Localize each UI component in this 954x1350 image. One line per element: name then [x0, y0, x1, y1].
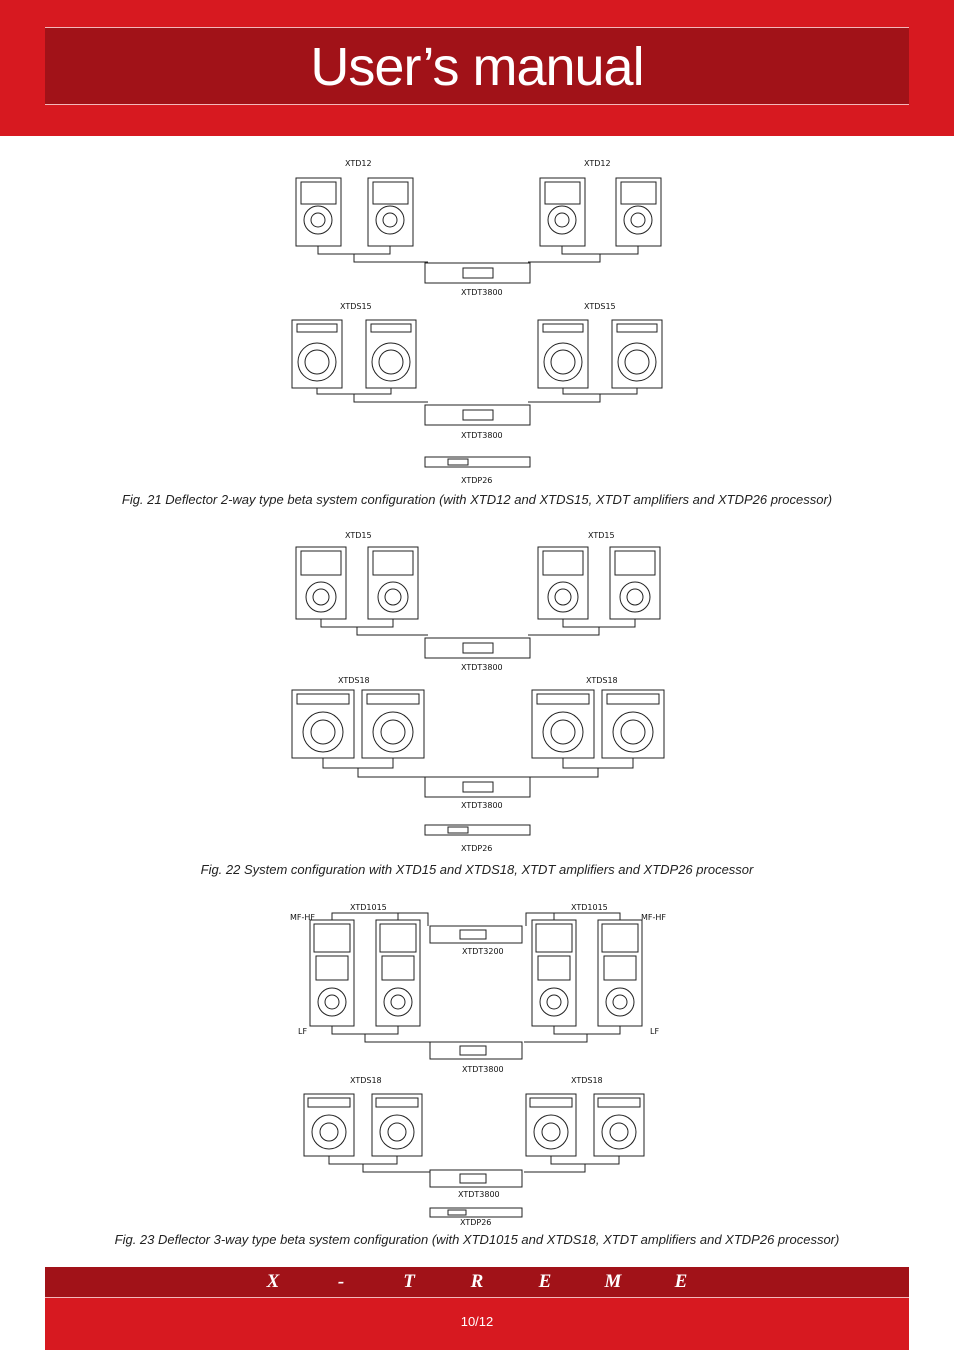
- label-top-right: XTD15: [588, 531, 615, 540]
- label-processor: XTDP26: [460, 1218, 491, 1227]
- brand-letter: M: [604, 1271, 622, 1292]
- brand-letter: E: [538, 1271, 552, 1292]
- speaker-xtd12-3: [539, 177, 586, 247]
- brand-wordmark: X - T R E M E: [45, 1271, 909, 1293]
- label-mfhf-left: MF-HF: [290, 913, 315, 922]
- label-top-right: XTD12: [584, 159, 611, 168]
- system-diagram: XTD12 XTD12 XTDT3800 XTDS15 XTDS15 XTDT3…: [291, 159, 663, 485]
- brand-letter: R: [470, 1271, 484, 1292]
- brand-bar: X - T R E M E: [45, 1267, 909, 1298]
- label-sub-left: XTDS18: [338, 676, 370, 685]
- label-amp2: XTDT3800: [461, 431, 503, 440]
- figure-23-caption: Fig. 23 Deflector 3-way type beta system…: [114, 1232, 840, 1247]
- label-lf-left: LF: [298, 1027, 307, 1036]
- figure-22-caption: Fig. 22 System configuration with XTD15 …: [200, 862, 754, 877]
- label-sub-right: XTDS18: [571, 1076, 603, 1085]
- sub-xtds15-4: [611, 319, 663, 389]
- page-footer: 10/12: [45, 1298, 909, 1350]
- speaker-xtd12-1: [295, 177, 342, 247]
- label-top-left: XTD1015: [350, 903, 387, 912]
- brand-letter: T: [403, 1271, 415, 1292]
- label-sub-right: XTDS18: [586, 676, 618, 685]
- sub-xtds15-2: [365, 319, 417, 389]
- page-header: User’s manual: [0, 0, 954, 136]
- brand-letter: -: [337, 1271, 345, 1292]
- label-amp1: XTDT3800: [462, 1065, 504, 1074]
- figure-21-diagram: XTD12 XTD12 XTDT3800 XTDS15 XTDS15 XTDT3…: [288, 150, 666, 488]
- label-sub-left: XTDS18: [350, 1076, 382, 1085]
- label-top-left: XTD12: [345, 159, 372, 168]
- label-sub-right: XTDS15: [584, 302, 616, 311]
- label-amp2: XTDT3800: [461, 801, 503, 810]
- label-amp1: XTDT3800: [461, 288, 503, 297]
- figure-23-diagram: XTD1015 XTD1015 MF-HF MF-HF LF LF XTDT32…: [288, 898, 666, 1228]
- system-diagram: XTD15 XTD15 XTDT3800 XTDS18 XTDS18 XTDT3…: [291, 531, 665, 853]
- header-banner: User’s manual: [45, 27, 909, 105]
- label-processor: XTDP26: [461, 476, 492, 485]
- figure-22-diagram: XTD15 XTD15 XTDT3800 XTDS18 XTDS18 XTDT3…: [288, 525, 666, 858]
- sub-xtds15-3: [537, 319, 589, 389]
- label-processor: XTDP26: [461, 844, 492, 853]
- label-amp-top: XTDT3200: [462, 947, 504, 956]
- label-lf-right: LF: [650, 1027, 659, 1036]
- brand-letter: E: [674, 1271, 688, 1292]
- figure-21-caption: Fig. 21 Deflector 2-way type beta system…: [121, 492, 833, 507]
- label-mfhf-right: MF-HF: [641, 913, 666, 922]
- label-sub-left: XTDS15: [340, 302, 372, 311]
- brand-letter: X: [266, 1271, 280, 1292]
- page-number: 10/12: [460, 1314, 494, 1329]
- page-title: User’s manual: [310, 37, 644, 97]
- sub-xtds15-1: [291, 319, 343, 389]
- speaker-xtd12-2: [367, 177, 414, 247]
- label-amp2: XTDT3800: [458, 1190, 500, 1199]
- label-amp1: XTDT3800: [461, 663, 503, 672]
- system-diagram: XTD1015 XTD1015 MF-HF MF-HF LF LF XTDT32…: [290, 903, 666, 1227]
- label-top-right: XTD1015: [571, 903, 608, 912]
- label-top-left: XTD15: [345, 531, 372, 540]
- speaker-xtd12-4: [615, 177, 662, 247]
